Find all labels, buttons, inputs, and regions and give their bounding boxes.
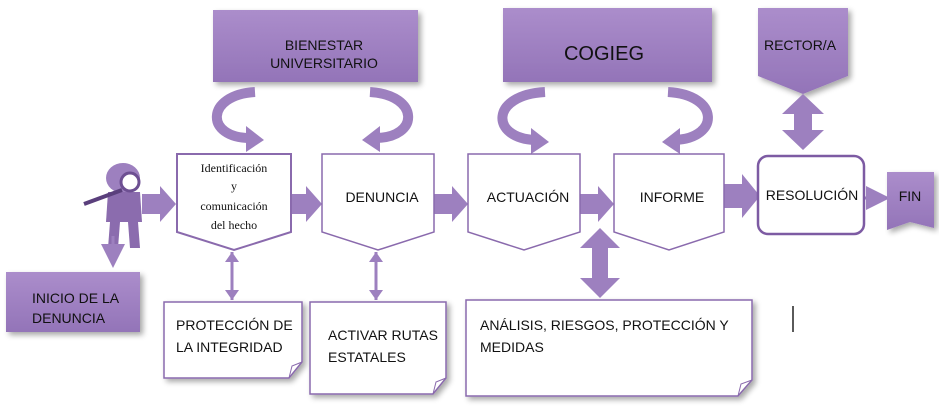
identificacion-line-3: comunicación <box>200 199 267 213</box>
rector-label: RECTOR/A <box>764 37 837 53</box>
actuacion-label: ACTUACIÓN <box>487 189 569 205</box>
double-arrow-actuacion-informe <box>580 228 620 298</box>
step-denuncia <box>321 153 435 251</box>
step-identificacion <box>176 153 292 252</box>
rector-box <box>758 8 848 94</box>
identificacion-line-4: del hecho <box>211 218 257 232</box>
fin-label: FIN <box>899 188 922 204</box>
cogieg-label: COGIEG <box>564 43 644 65</box>
rutas-label-1: ACTIVAR RUTAS <box>328 327 438 343</box>
rutas-label-2: ESTATALES <box>328 349 406 365</box>
flow-arrow-2 <box>291 186 322 222</box>
identificacion-line-1: Identificación <box>201 161 268 175</box>
analisis-label-1: ANÁLISIS, RIESGOS, PROTECCIÓN Y <box>480 317 729 333</box>
inicio-box <box>6 272 140 332</box>
proteccion-box <box>163 301 303 379</box>
informe-label: INFORME <box>640 189 705 205</box>
step-actuacion <box>467 153 581 251</box>
person-with-magnifier-icon <box>83 163 142 248</box>
bienestar-label-2: UNIVERSITARIO <box>270 55 378 71</box>
identificacion-line-2: y <box>231 179 237 193</box>
resolucion-label: RESOLUCIÓN <box>766 187 859 203</box>
flow-arrow-5 <box>724 174 760 218</box>
analisis-box <box>465 299 753 397</box>
flow-arrow-3 <box>434 186 468 222</box>
flow-arrow-1 <box>142 186 176 222</box>
denuncia-label: DENUNCIA <box>345 189 419 205</box>
curved-arrow-cogieg-left <box>497 87 549 154</box>
cogieg-box <box>503 8 712 82</box>
step-informe <box>613 153 725 251</box>
curved-arrow-bienestar-right <box>362 87 414 152</box>
curved-arrow-bienestar-left <box>211 87 264 152</box>
inicio-label-1: INICIO DE LA <box>32 290 120 306</box>
analisis-label-2: MEDIDAS <box>480 339 544 355</box>
proteccion-label-1: PROTECCIÓN DE <box>176 317 293 333</box>
inicio-label-2: DENUNCIA <box>32 310 106 326</box>
rutas-box <box>309 301 447 395</box>
curved-arrow-cogieg-right <box>662 87 713 154</box>
proteccion-label-2: LA INTEGRIDAD <box>176 339 283 355</box>
step-fin <box>887 172 934 230</box>
bienestar-box <box>213 10 418 82</box>
bienestar-label-1: BIENESTAR <box>285 37 363 53</box>
step-resolucion <box>756 154 866 236</box>
flow-arrow-4 <box>580 186 614 222</box>
rector-double-arrow <box>782 94 824 150</box>
